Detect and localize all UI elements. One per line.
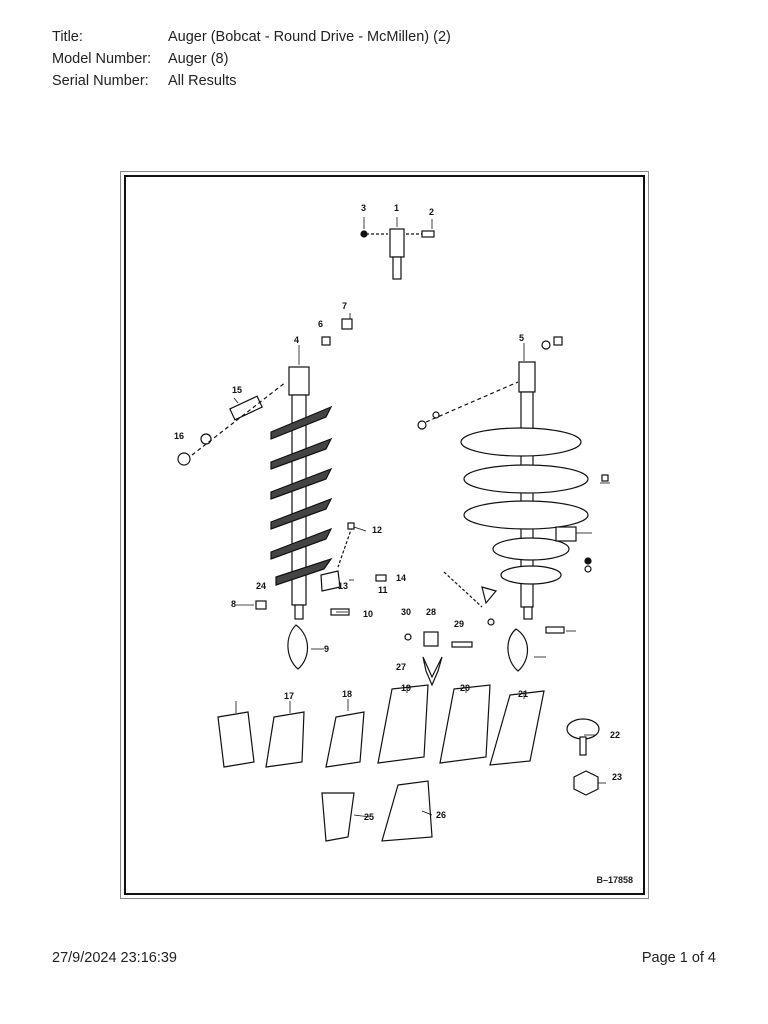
title-row: Title: Auger (Bobcat - Round Drive - McM… (52, 26, 451, 48)
title-value: Auger (Bobcat - Round Drive - McMillen) … (168, 29, 451, 45)
callout-27: 27 (396, 662, 406, 672)
callout-12: 12 (372, 525, 382, 535)
callout-6: 6 (318, 319, 323, 329)
callout-18: 18 (342, 689, 352, 699)
callout-13: 13 (338, 581, 348, 591)
callout-17: 17 (284, 691, 294, 701)
callout-7: 7 (342, 301, 347, 311)
callout-2: 2 (429, 207, 434, 217)
serial-number-row: Serial Number: All Results (52, 70, 451, 92)
title-label: Title: (52, 29, 83, 45)
leader-lines (233, 217, 610, 818)
right-auger-part (404, 336, 609, 687)
callout-5: 5 (519, 333, 524, 343)
callout-8: 8 (231, 599, 236, 609)
callout-30: 30 (401, 607, 411, 617)
callout-24: 24 (256, 581, 266, 591)
model-number-row: Model Number: Auger (8) (52, 48, 451, 70)
serial-number-value: All Results (168, 73, 237, 89)
callout-labels: 1 2 3 4 5 6 7 8 9 10 11 12 13 14 15 16 1… (174, 203, 622, 822)
callout-16: 16 (174, 431, 184, 441)
model-number-value: Auger (8) (168, 51, 229, 67)
callout-22: 22 (610, 730, 620, 740)
callout-28: 28 (426, 607, 436, 617)
callout-21: 21 (518, 689, 528, 699)
print-timestamp: 27/9/2024 23:16:39 (52, 950, 177, 966)
callout-29: 29 (454, 619, 464, 629)
page-number: Page 1 of 4 (641, 950, 716, 966)
callout-4: 4 (294, 335, 299, 345)
parts-diagram-border: 1 2 3 4 5 6 7 8 9 10 11 12 13 14 15 16 1… (124, 175, 645, 895)
parts-diagram-frame: 1 2 3 4 5 6 7 8 9 10 11 12 13 14 15 16 1… (120, 171, 649, 899)
callout-15: 15 (232, 385, 242, 395)
callout-10: 10 (363, 609, 373, 619)
diagram-code: B–17858 (596, 875, 633, 885)
callout-9: 9 (324, 644, 329, 654)
drive-shaft-part (360, 228, 435, 280)
document-header: Title: Auger (Bobcat - Round Drive - McM… (52, 26, 451, 92)
callout-14: 14 (396, 573, 406, 583)
callout-25: 25 (364, 812, 374, 822)
callout-23: 23 (612, 772, 622, 782)
left-auger-part (177, 318, 387, 670)
callout-3: 3 (361, 203, 366, 213)
callout-11: 11 (378, 585, 388, 595)
callout-19: 19 (401, 683, 411, 693)
callout-1: 1 (394, 203, 399, 213)
callout-26: 26 (436, 810, 446, 820)
parts-diagram: 1 2 3 4 5 6 7 8 9 10 11 12 13 14 15 16 1… (174, 203, 622, 842)
callout-20: 20 (460, 683, 470, 693)
serial-number-label: Serial Number: (52, 73, 149, 89)
teeth-row-part (217, 684, 600, 842)
model-number-label: Model Number: (52, 51, 152, 67)
